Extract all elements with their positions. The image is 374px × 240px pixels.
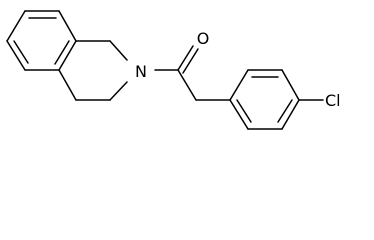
- bond: [58, 10, 77, 42]
- oxygen-label: O: [197, 29, 210, 48]
- bond: [281, 99, 300, 130]
- double-bond-inner: [54, 40, 70, 65]
- bond: [229, 69, 249, 101]
- bond: [109, 81, 128, 101]
- fused-benzene-ring: [6, 10, 77, 71]
- bond: [58, 40, 77, 71]
- double-bond-inner: [13, 40, 29, 64]
- amide-linkage: [154, 45, 231, 101]
- nitrogen-label: N: [135, 62, 147, 81]
- chlorine-label: Cl: [325, 91, 341, 110]
- bond: [109, 40, 128, 61]
- chlorophenyl-ring: [229, 69, 324, 130]
- bond: [177, 69, 197, 101]
- piperidine-ring: [58, 40, 128, 101]
- bond: [281, 69, 300, 101]
- carbonyl-double-bond: [182, 48, 199, 74]
- bond: [6, 40, 26, 71]
- double-bond-inner: [236, 99, 252, 123]
- bond: [6, 10, 26, 42]
- double-bond-inner: [277, 99, 293, 123]
- carbonyl-double-bond: [177, 45, 194, 71]
- molecule-structure: N O Cl: [6, 10, 341, 130]
- bond: [229, 99, 249, 130]
- bond: [58, 69, 77, 101]
